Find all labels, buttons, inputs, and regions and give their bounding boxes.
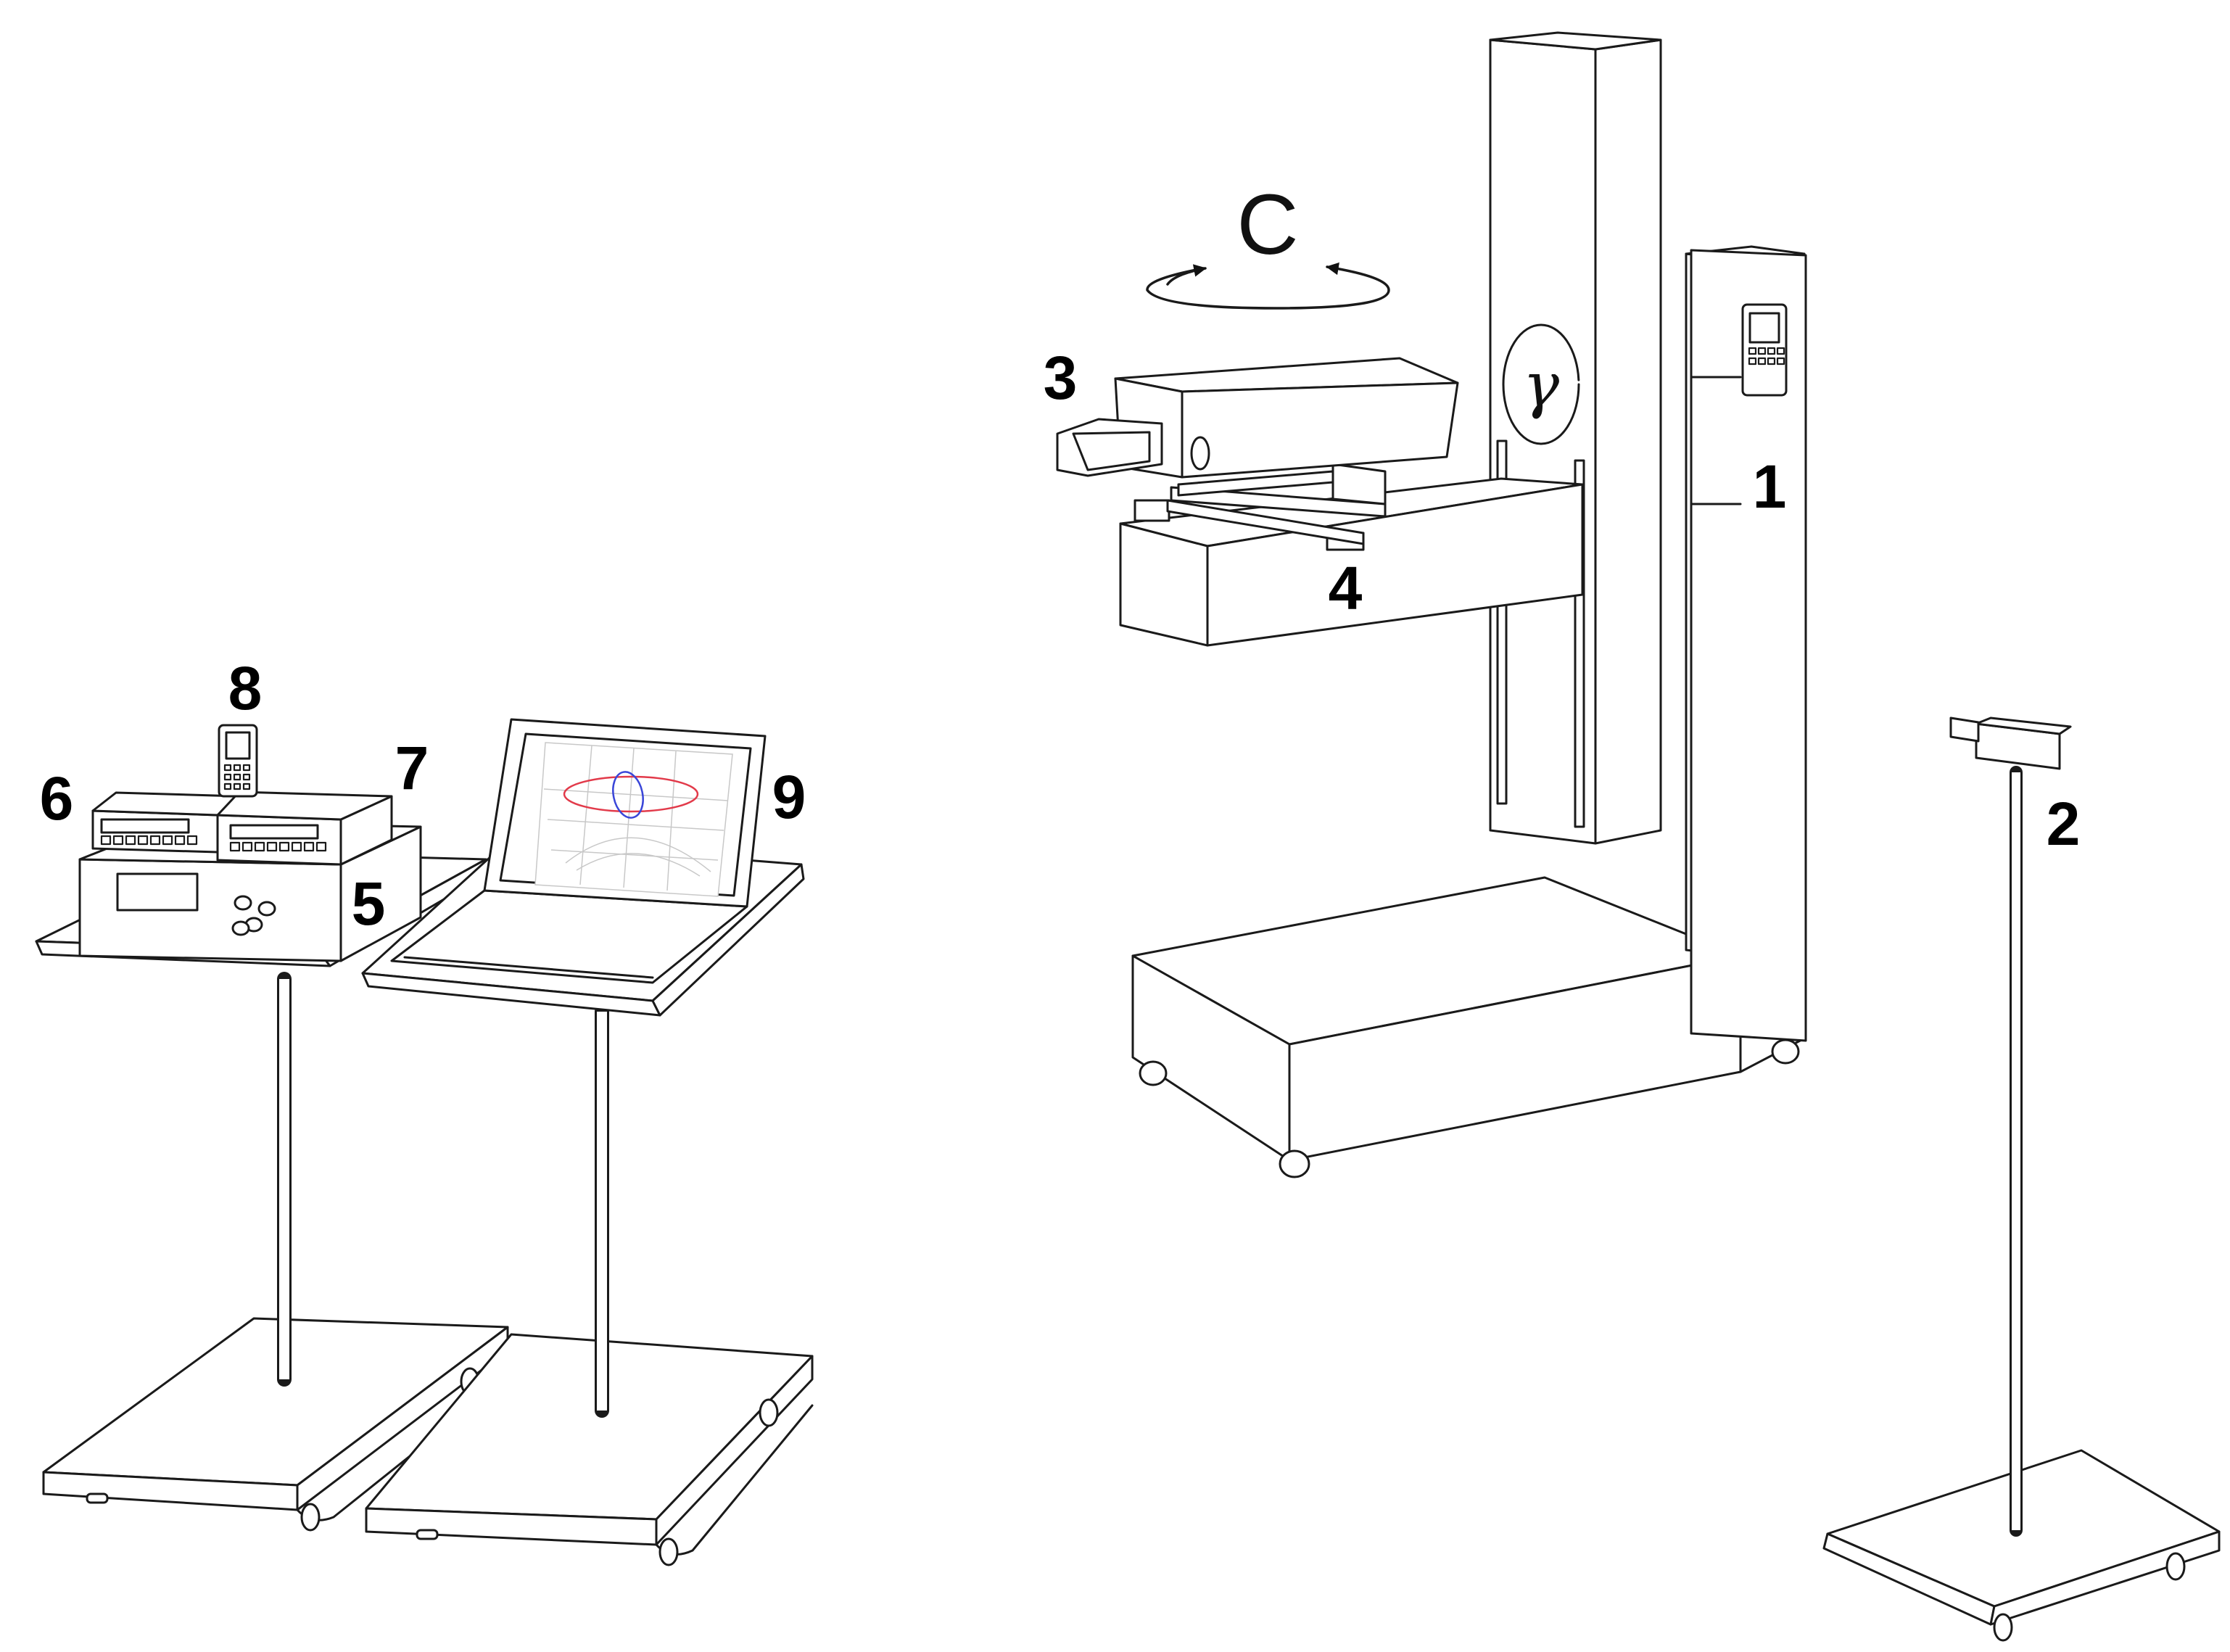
goniometer-rear-tower-face <box>1690 249 1807 1042</box>
handheld-meter-keypad <box>223 764 251 790</box>
label-photometer-stand: 2 <box>2047 790 2081 858</box>
plot-curve-blue <box>612 771 644 819</box>
label-power-supply: 5 <box>352 870 386 938</box>
laptop <box>390 718 767 984</box>
label-laptop: 9 <box>772 763 806 831</box>
goniometer-column-side <box>1594 38 1662 845</box>
power-supply-knobs <box>231 895 276 936</box>
laptop-table <box>361 718 814 1566</box>
power-supply-display <box>116 872 199 912</box>
goniometer: γ C <box>1056 31 1807 1178</box>
photometer-head <box>1949 716 2072 770</box>
label-goniometer: 1 <box>1753 453 1787 521</box>
luminaire <box>1056 357 1800 1178</box>
luminaire-body-side <box>1181 381 1459 479</box>
luminaire-holder <box>1133 463 1387 551</box>
c-rotation-symbol: C <box>1146 177 1390 310</box>
meter-left-buttons <box>100 835 198 846</box>
goniometer-column-top <box>1489 31 1662 51</box>
handheld-meter <box>218 724 258 798</box>
c-label: C <box>1236 177 1298 273</box>
goniometer-arm-front <box>1119 522 1209 647</box>
instrument-table <box>35 724 516 1532</box>
laptop-screen-plot <box>534 742 733 897</box>
label-luminaire: 3 <box>1044 344 1078 412</box>
gamma-rotation-symbol: γ <box>1502 323 1580 445</box>
meter-right <box>216 790 393 866</box>
goniometer-control-panel <box>1741 303 1788 397</box>
photometer-stand <box>1822 716 2221 1642</box>
goniometer-arm-side <box>1206 483 1584 647</box>
photometer-stand-base <box>1826 1449 2221 1608</box>
laptop-table-base <box>365 1333 814 1566</box>
luminaire-lens <box>1190 436 1210 471</box>
label-meter-right: 7 <box>395 734 429 802</box>
label-meter-left: 6 <box>40 764 74 833</box>
label-handheld-meter: 8 <box>228 654 263 722</box>
label-holder: 4 <box>1329 554 1363 622</box>
plot-curve-red <box>563 775 699 813</box>
meter-right-buttons <box>229 841 327 852</box>
gamma-label: γ <box>1523 350 1560 421</box>
